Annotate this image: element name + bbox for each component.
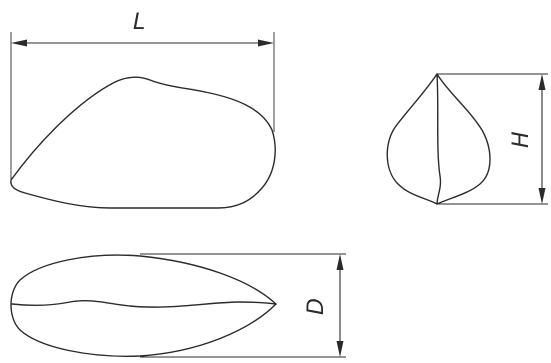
length-arrow-right (258, 39, 274, 47)
front-view: H (386, 73, 548, 205)
diameter-label: D (304, 298, 329, 315)
length-arrow-left (11, 39, 27, 47)
height-arrow-bottom (538, 188, 546, 204)
top-view: D (10, 253, 346, 358)
side-view-outline (10, 76, 276, 209)
top-view-outline (10, 254, 277, 357)
height-label: H (509, 131, 534, 148)
side-view: L (10, 10, 276, 209)
diameter-arrow-bottom (336, 341, 344, 357)
length-label: L (133, 10, 145, 35)
diameter-arrow-top (336, 254, 344, 270)
front-view-outline (386, 73, 491, 205)
height-arrow-top (538, 74, 546, 90)
top-view-centerline (11, 299, 277, 308)
front-view-ridge (436, 73, 442, 205)
